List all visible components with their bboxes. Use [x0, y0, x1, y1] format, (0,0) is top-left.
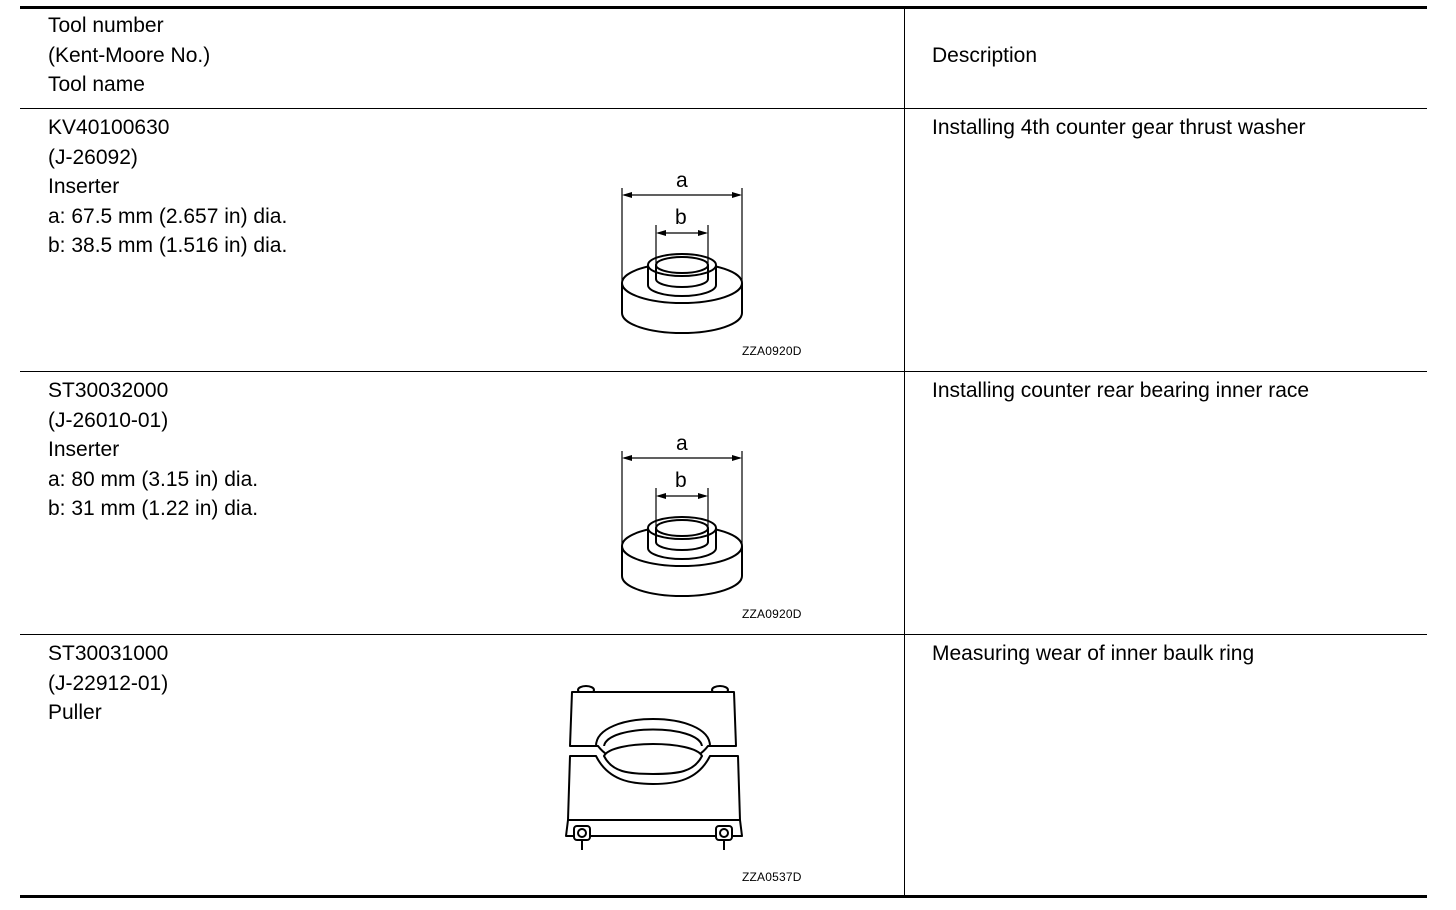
tool-name: Inserter [48, 175, 120, 198]
dimension-b: b: 31 mm (1.22 in) dia. [48, 497, 259, 520]
column-divider [904, 8, 905, 896]
tool-number: KV40100630 [48, 116, 170, 139]
tool-number: ST30032000 [48, 379, 169, 402]
kent-moore-number: (J-26092) [48, 145, 138, 169]
figure-code: ZZA0920D [742, 344, 802, 358]
kent-moore-number: (J-22912-01) [48, 671, 169, 695]
tool-name: Puller [48, 701, 102, 724]
header-rule [20, 108, 1427, 109]
dimension-a: a: 80 mm (3.15 in) dia. [48, 467, 259, 491]
dimension-a: a: 67.5 mm (2.657 in) dia. [48, 204, 288, 228]
tool-info: ST30032000 (J-26010-01) Inserter a: 80 m… [48, 376, 258, 524]
kent-moore-number: (J-26010-01) [48, 408, 169, 432]
dimension-b: b: 38.5 mm (1.516 in) dia. [48, 234, 288, 257]
row-rule [20, 371, 1427, 372]
tool-description: Installing counter rear bearing inner ra… [932, 379, 1310, 402]
dimension-label-a: a [676, 169, 688, 192]
puller-illustration [565, 685, 743, 850]
figure-code: ZZA0920D [742, 607, 802, 621]
dimension-label-b: b [675, 206, 687, 229]
header-tool-line: Tool number [48, 14, 164, 37]
table-top-rule [20, 6, 1427, 9]
inserter-illustration [621, 451, 743, 597]
row-rule [20, 634, 1427, 635]
tool-info: KV40100630 (J-26092) Inserter a: 67.5 mm… [48, 113, 287, 261]
tool-description: Installing 4th counter gear thrust washe… [932, 116, 1306, 139]
tool-info: ST30031000 (J-22912-01) Puller [48, 639, 168, 728]
tool-number: ST30031000 [48, 642, 169, 665]
dimension-label-a: a [676, 432, 688, 455]
tool-description: Measuring wear of inner baulk ring [932, 642, 1255, 665]
table-bottom-rule [20, 895, 1427, 898]
header-tool-line: (Kent-Moore No.) [48, 43, 211, 67]
tool-name: Inserter [48, 438, 120, 461]
figure-code: ZZA0537D [742, 870, 802, 884]
header-tool-column: Tool number (Kent-Moore No.) Tool name [48, 11, 210, 100]
inserter-illustration [621, 188, 743, 334]
header-description: Description [932, 44, 1038, 67]
header-tool-line: Tool name [48, 73, 145, 96]
dimension-label-b: b [675, 469, 687, 492]
